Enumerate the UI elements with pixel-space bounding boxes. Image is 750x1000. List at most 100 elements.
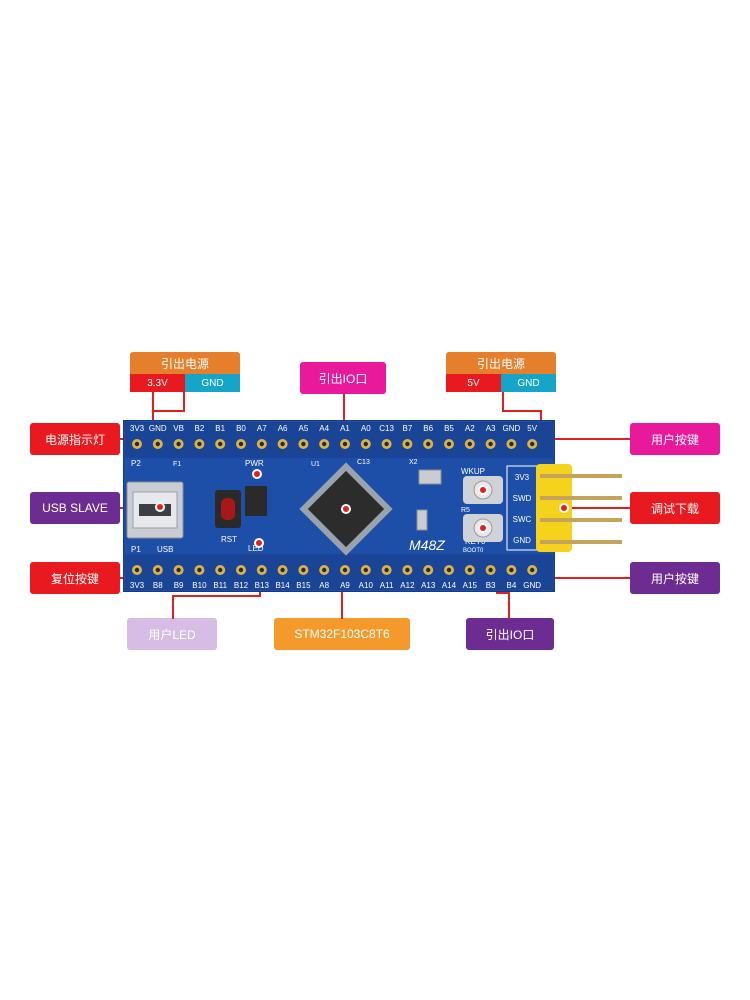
silk-p2: P2 (131, 459, 141, 468)
wkup-button[interactable] (463, 476, 503, 504)
top-pin-label: A3 (486, 424, 496, 433)
silk-p1: P1 (131, 545, 141, 554)
bottom-pin-label: B8 (153, 581, 163, 590)
user-led (254, 538, 264, 548)
io-bottom-label: 引出IO口 (466, 618, 554, 650)
bottom-pin-label: B11 (213, 581, 227, 590)
top-pin-label: A0 (361, 424, 371, 433)
bottom-pin-label: B14 (275, 581, 290, 590)
top-pin-label: A6 (278, 424, 288, 433)
silk-c13: C13 (357, 459, 370, 466)
bottom-pin-label: A13 (421, 581, 436, 590)
leader-user-key-bottom (482, 577, 630, 579)
power-right-voltage: 5V (446, 374, 501, 392)
power-right-title: 引出电源 (446, 352, 556, 374)
user-key-top-label: 用户按键 (630, 423, 720, 455)
swd-pin-label: SWD (513, 494, 532, 503)
key0-button[interactable] (463, 514, 503, 542)
swd-pins (540, 474, 622, 544)
leader-user-led (172, 595, 174, 619)
silk-usb: USB (157, 545, 173, 554)
silk-r5: R5 (461, 507, 470, 514)
swd-pin-label: 3V3 (515, 473, 530, 482)
user-led-label: 用户LED (127, 618, 217, 650)
leader-power-left-h (152, 410, 184, 412)
io-top-label: 引出IO口 (300, 362, 386, 394)
top-pin-label: B0 (236, 424, 246, 433)
power-right-gnd: GND (501, 374, 556, 392)
top-pin-label: 5V (527, 424, 537, 433)
power-left-title: 引出电源 (130, 352, 240, 374)
voltage-regulator (245, 486, 267, 516)
power-right-label: 引出电源 5V GND (446, 352, 556, 392)
bottom-pin-label: B12 (234, 581, 249, 590)
leader-power-right-h (502, 410, 542, 412)
top-pin-label: B7 (403, 424, 413, 433)
leader-io-bottom-h (496, 592, 510, 594)
bottom-pin-label: B10 (192, 581, 207, 590)
leader-power-left-v (152, 392, 154, 432)
mcu-label: STM32F103C8T6 (274, 618, 410, 650)
crystal (418, 469, 442, 485)
top-pin-label: B2 (195, 424, 205, 433)
top-pin-label: 3V3 (130, 424, 145, 433)
top-pin-label: A4 (319, 424, 329, 433)
bottom-pin-label: B3 (486, 581, 496, 590)
usb-slave-label: USB SLAVE (30, 492, 120, 524)
swd-header (536, 464, 622, 552)
leader-user-led-h (172, 595, 260, 597)
top-pin-label: GND (149, 424, 167, 433)
bottom-pin-label: A9 (340, 581, 350, 590)
top-pin-label: B6 (423, 424, 433, 433)
top-pin-label: B1 (215, 424, 225, 433)
top-pin-label: A7 (257, 424, 267, 433)
silk-rst: RST (221, 535, 237, 544)
leader-power-right-v (502, 392, 504, 412)
silk-x2: X2 (409, 459, 418, 466)
bottom-pin-label: B15 (296, 581, 311, 590)
bottom-pin-label: A15 (463, 581, 478, 590)
bottom-pin-label: A10 (359, 581, 374, 590)
bottom-pin-label: A12 (400, 581, 415, 590)
bottom-pin-label: B9 (174, 581, 184, 590)
silk-u1: U1 (311, 461, 320, 468)
top-pin-label: A1 (340, 424, 350, 433)
bottom-pin-label: B13 (255, 581, 270, 590)
leader-io-bottom (508, 592, 510, 619)
top-pin-label: VB (173, 424, 184, 433)
reset-key-label: 复位按键 (30, 562, 120, 594)
usb-connector (126, 481, 184, 539)
leader-debug (566, 507, 630, 509)
user-key-bottom-label: 用户按键 (630, 562, 720, 594)
silk-boot0: BOOT0 (463, 548, 484, 554)
silk-f1: F1 (173, 461, 181, 468)
swd-pin-label: SWC (513, 515, 532, 524)
bottom-pin-label: A14 (442, 581, 457, 590)
leader-power-left-v2 (183, 392, 185, 412)
top-pin-header (132, 439, 538, 449)
swd-pin-label: GND (513, 536, 531, 545)
top-pin-label: B5 (444, 424, 454, 433)
power-led-label: 电源指示灯 (30, 423, 120, 455)
board-name: M48Z (409, 537, 445, 553)
top-pin-label: A5 (299, 424, 309, 433)
bottom-pin-header (132, 565, 538, 575)
reset-button[interactable] (215, 490, 241, 528)
bottom-pin-label: B4 (507, 581, 517, 590)
power-left-gnd: GND (185, 374, 240, 392)
top-pin-label: C13 (379, 424, 394, 433)
silk-wkup: WKUP (461, 467, 485, 476)
bottom-pin-label: 3V3 (130, 581, 145, 590)
bottom-pin-label: GND (523, 581, 541, 590)
silk-led: LED (248, 544, 264, 553)
leader-io-top (343, 394, 345, 434)
power-left-voltage: 3.3V (130, 374, 185, 392)
debug-download-label: 调试下载 (630, 492, 720, 524)
top-pin-label: A2 (465, 424, 475, 433)
power-led (252, 469, 262, 479)
power-left-label: 引出电源 3.3V GND (130, 352, 240, 392)
bottom-pin-label: A8 (319, 581, 329, 590)
